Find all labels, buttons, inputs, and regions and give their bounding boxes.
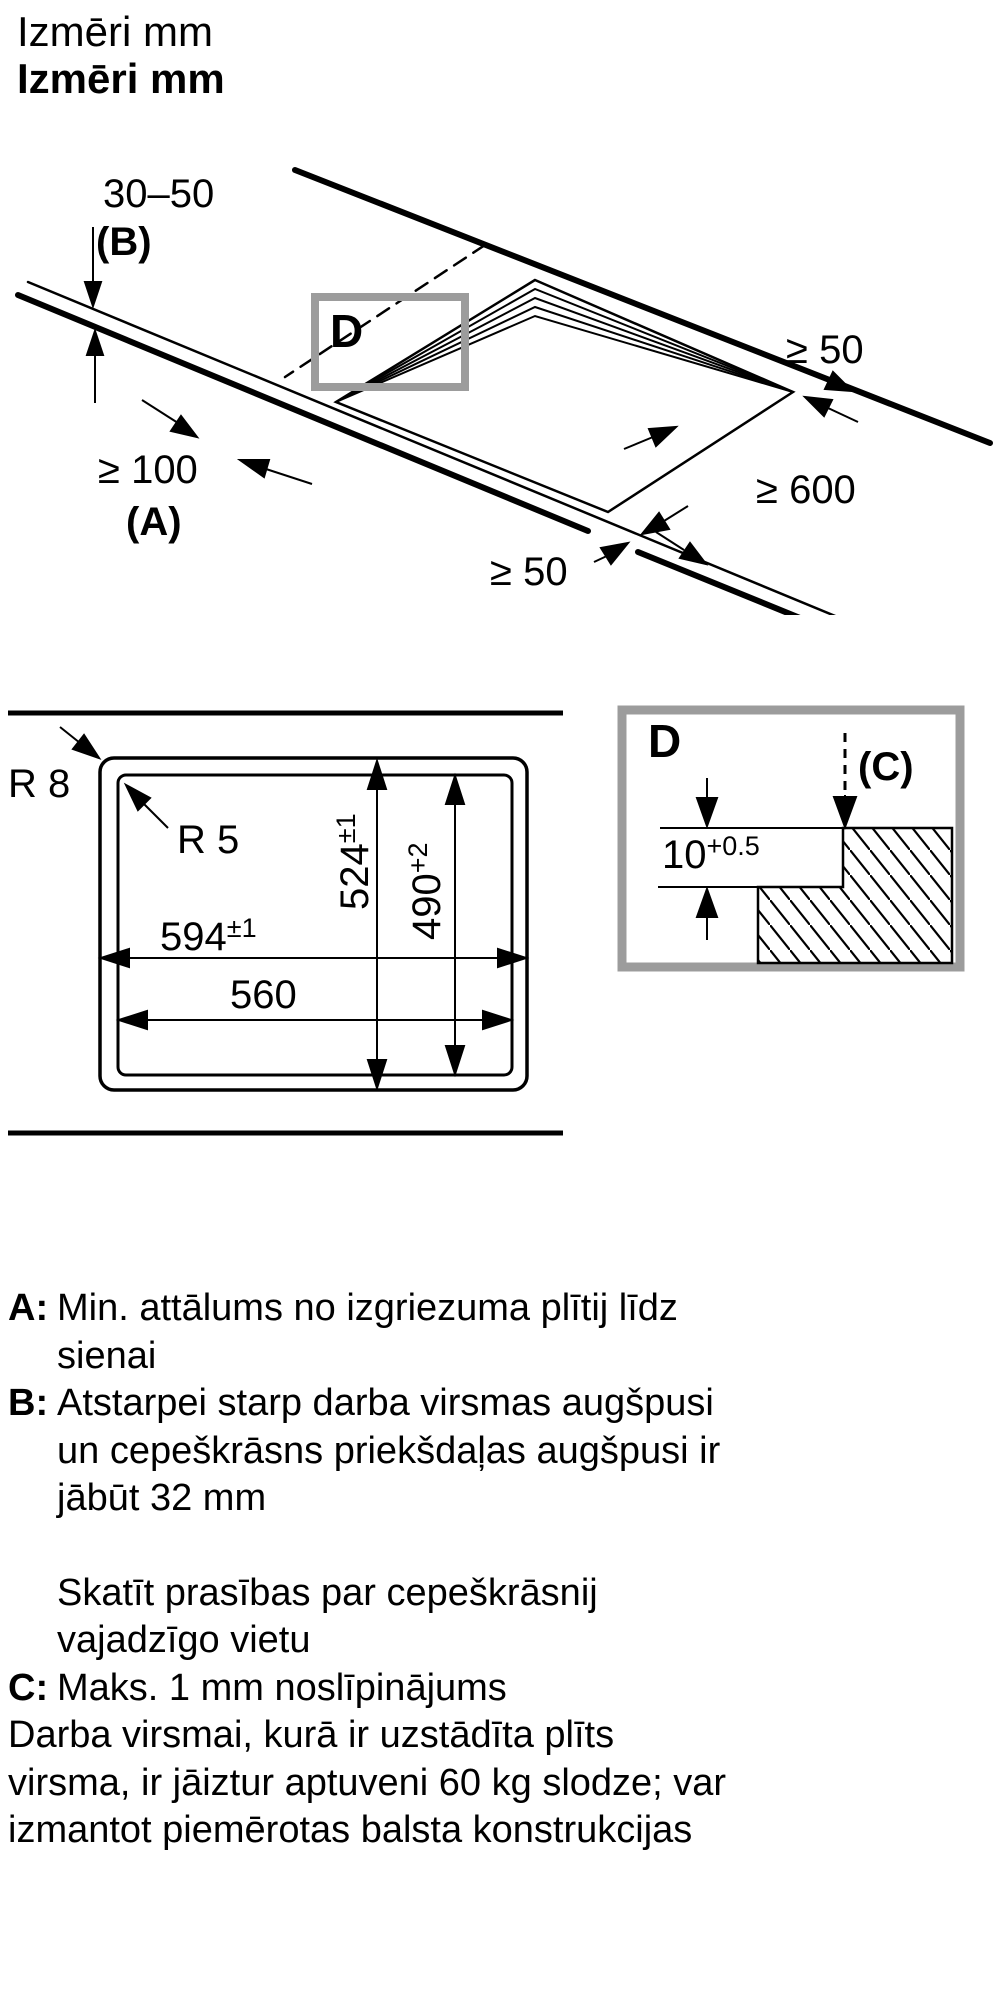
detail-d-diagram: D (C) 10+0.5 [617,705,965,972]
recess-depth-label: 10+0.5 [662,831,760,877]
perspective-diagram: 30–50 (B) ≥ 100 (A) ≥ 50 ≥ 600 ≥ 50 D [15,167,993,615]
dim-wall-distance-label: ≥ 100 [98,448,198,492]
cutout-step-line [335,296,794,403]
note-load-line: virsma, ir jāiztur aptuveni 60 kg slodze… [8,1761,727,1804]
title-regular: Izmēri mm [17,8,213,55]
dim-thickness-key: (B) [96,220,152,264]
dim-wall-distance-key: (A) [126,500,182,544]
detail-d-ref-label: D [330,305,363,357]
inner-radius-arrow [123,782,169,829]
appliance-width-label: 594±1 [160,913,257,959]
depth-clearance-arrows [623,425,709,566]
chamfer-ref-label: (C) [858,745,914,789]
note-a-key: A: [8,1287,49,1329]
cutout-diagram: R 8 R 5 594±1 560 524±1 490+2 [8,710,563,1136]
worktop-section-hatched [756,826,954,965]
cutout-width-dim [115,1009,515,1031]
cutout-depth-dim [444,772,466,1078]
detail-d-frame [311,293,469,391]
dim-front-clearance-label: ≥ 50 [490,550,568,594]
detail-label: D [648,715,681,767]
appliance-width-dim [97,947,530,969]
cutout-outline [116,773,514,1077]
title-bold: Izmēri mm [17,55,225,102]
dim-right-clearance-label: ≥ 50 [786,328,864,372]
notes-section: A:Min. attālums no izgriezuma plītij līd… [8,1285,994,1855]
note-load-line: Darba virsmai, kurā ir uzstādīta plīts [8,1714,615,1756]
chamfer-arrow [832,795,858,830]
worktop-front-line [15,292,591,534]
cutout-opening [333,278,796,514]
inner-radius-label: R 5 [177,818,239,862]
note-a-line: A:Min. attālums no izgriezuma plītij līd… [8,1285,994,1333]
recess-depth-arrows [695,778,719,940]
note-b-line: B:Atstarpei starp darba virsmas augšpusi [8,1380,994,1428]
note-see-line: vajadzīgo vietu [57,1619,311,1661]
page-title: Izmēri mm Izmēri mm [17,8,225,102]
outer-radius-arrow [59,726,102,760]
right-clearance-arrows [799,366,859,423]
note-see-line: Skatīt prasības par cepeškrāsnij [57,1571,598,1614]
cutout-step-line [335,305,794,403]
worktop-front-line-2 [635,549,801,615]
cutout-depth-label: 490+2 [403,842,449,940]
dim-thickness-label: 30–50 [103,172,214,216]
appliance-outline [98,756,529,1092]
wall-distance-arrows [141,399,313,485]
note-c-key: C: [8,1666,49,1709]
thickness-arrows [83,227,105,403]
front-clearance-arrows [593,505,689,566]
cutout-width-label: 560 [230,973,297,1017]
cutout-step-line [335,314,794,403]
cutout-step-line [335,287,794,403]
note-c-line: C:Maks. 1 mm noslīpinājums [8,1665,994,1713]
wall-edge-line [292,167,993,446]
outer-radius-label: R 8 [8,762,70,806]
note-a-line: sienai [57,1334,157,1377]
appliance-depth-label: 524±1 [331,813,377,910]
note-load-line: izmantot piemērotas balsta konstrukcijas [8,1809,693,1851]
note-b-line: un cepeškrāsns priekšdaļas augšpusi ir [57,1429,721,1472]
appliance-depth-dim [366,757,388,1092]
dim-depth-clearance-label: ≥ 600 [756,468,856,512]
hidden-edge-dashed-line [283,243,487,379]
note-b-line: jābūt 32 mm [57,1477,267,1519]
note-b-key: B: [8,1382,49,1424]
